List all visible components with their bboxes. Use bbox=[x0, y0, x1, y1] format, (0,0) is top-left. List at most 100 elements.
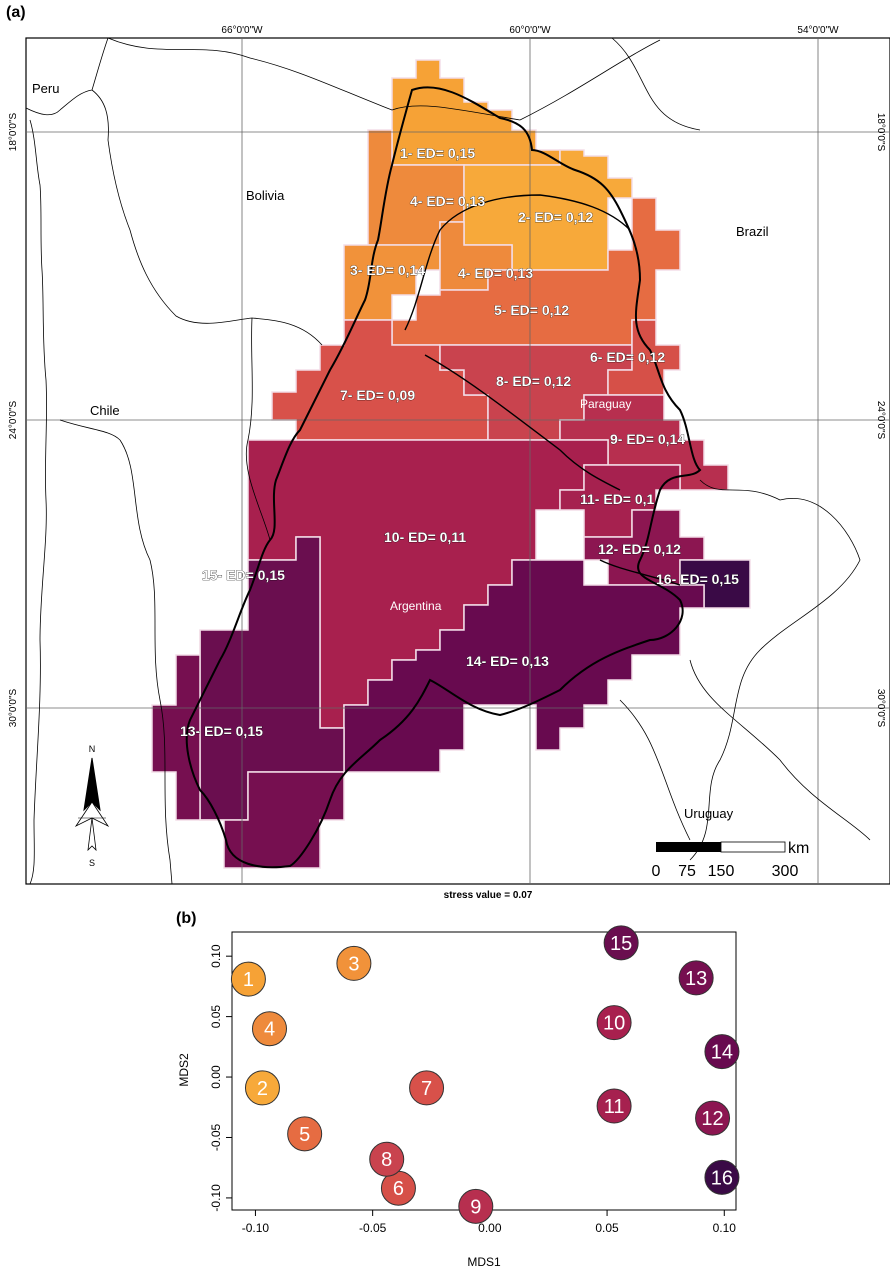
scatter-point bbox=[380, 1170, 416, 1206]
lat-label-left: 30°0'0"S bbox=[8, 688, 19, 727]
scatter-point bbox=[252, 1011, 288, 1047]
country-label-uruguay: Uruguay bbox=[684, 806, 734, 821]
region-label: 1- ED= 0,15 bbox=[400, 145, 475, 161]
scatter-point-label: 8 bbox=[381, 1149, 392, 1171]
scatter-point-label: 7 bbox=[421, 1078, 432, 1100]
scatter-point bbox=[596, 1005, 632, 1041]
x-axis: -0.10 -0.05 0.00 0.05 0.10 bbox=[242, 1210, 737, 1235]
x-tick-label: -0.05 bbox=[359, 1221, 387, 1235]
graticule bbox=[26, 38, 890, 884]
region-14 bbox=[343, 559, 705, 773]
y-tick-label: 0.10 bbox=[209, 944, 223, 968]
region-cells bbox=[151, 59, 751, 869]
region-label: 5- ED= 0,12 bbox=[494, 302, 569, 318]
scale-tick: 0 bbox=[652, 863, 661, 880]
region-label: 16- ED= 0,15 bbox=[656, 571, 739, 587]
region-label: 6- ED= 0,12 bbox=[590, 349, 665, 365]
south-label: S bbox=[89, 858, 95, 868]
stress-value: stress value = 0.07 bbox=[444, 890, 533, 900]
scatter-point bbox=[230, 961, 266, 997]
scatter-point bbox=[336, 945, 372, 981]
country-label-peru: Peru bbox=[32, 81, 59, 96]
region-label: 4- ED= 0,13 bbox=[410, 193, 485, 209]
scatter-point-label: 4 bbox=[264, 1019, 275, 1041]
y-tick-label: -0.10 bbox=[209, 1184, 223, 1212]
region-label: 10- ED= 0,11 bbox=[384, 529, 466, 545]
scatter-point bbox=[287, 1116, 323, 1152]
scatter-point bbox=[603, 925, 639, 961]
scatter-point-label: 6 bbox=[393, 1178, 404, 1200]
region-label: 8- ED= 0,12 bbox=[496, 373, 571, 389]
scale-tick: 75 bbox=[678, 863, 696, 880]
scatter-point-label: 1 bbox=[243, 969, 254, 991]
scatter-point-label: 10 bbox=[603, 1013, 625, 1035]
scatter-point-label: 5 bbox=[299, 1124, 310, 1146]
country-label-chile: Chile bbox=[90, 403, 120, 418]
region-label: 3- ED= 0,14 bbox=[350, 262, 425, 278]
scatter-point bbox=[704, 1034, 740, 1070]
region-label: 2- ED= 0,12 bbox=[518, 209, 593, 225]
x-tick-label: -0.10 bbox=[242, 1221, 270, 1235]
country-label-brazil: Brazil bbox=[736, 224, 769, 239]
x-tick-label: 0.05 bbox=[595, 1221, 619, 1235]
graticule-labels: 66°0'0"W 60°0'0"W 54°0'0"W 18°0'0"S 24°0… bbox=[8, 25, 886, 728]
panel-a-label: (a) bbox=[6, 4, 26, 21]
scale-unit: km bbox=[788, 840, 809, 857]
plot-frame bbox=[231, 931, 737, 1211]
scale-tick: 150 bbox=[708, 863, 735, 880]
map: 66°0'0"W 60°0'0"W 54°0'0"W 18°0'0"S 24°0… bbox=[8, 25, 890, 900]
scatter-point-label: 11 bbox=[604, 1096, 625, 1118]
inner-boundaries bbox=[404, 194, 681, 586]
scatter-point-label: 12 bbox=[701, 1108, 723, 1130]
y-axis-label: MDS2 bbox=[177, 1053, 191, 1087]
lat-label-left: 18°0'0"S bbox=[8, 112, 19, 151]
country-label-argentina: Argentina bbox=[390, 599, 442, 613]
region-label: 13- ED= 0,15 bbox=[180, 723, 263, 739]
north-arrow-icon: N S bbox=[74, 744, 110, 868]
region-label: 9- ED= 0,14 bbox=[610, 431, 685, 447]
lon-label: 54°0'0"W bbox=[797, 25, 839, 36]
lat-label-right: 18°0'0"S bbox=[875, 113, 886, 152]
region-13 bbox=[151, 630, 345, 869]
scatter-point bbox=[409, 1070, 445, 1106]
scale-tick: 300 bbox=[772, 863, 799, 880]
country-borders bbox=[25, 37, 871, 885]
scatter-point-label: 15 bbox=[610, 933, 632, 955]
scatter-point bbox=[369, 1141, 405, 1177]
scale-bar: km 0 75 150 300 bbox=[652, 840, 810, 880]
north-label: N bbox=[89, 744, 96, 754]
region-6 bbox=[607, 319, 681, 396]
lon-label: 60°0'0"W bbox=[509, 25, 551, 36]
x-tick-label: 0.00 bbox=[478, 1221, 502, 1235]
region-labels: 1- ED= 0,15 2- ED= 0,12 3- ED= 0,14 4- E… bbox=[180, 145, 740, 740]
scatter-point-label: 3 bbox=[348, 953, 359, 975]
scatter-point bbox=[244, 1070, 280, 1106]
lat-label-right: 30°0'0"S bbox=[875, 689, 886, 728]
region-label: 15- ED= 0,15 bbox=[202, 567, 285, 583]
panel-b-label: (b) bbox=[176, 910, 197, 927]
region-label: 14- ED= 0,13 bbox=[466, 653, 549, 669]
y-tick-label: 0.05 bbox=[209, 1005, 223, 1029]
lat-label-left: 24°0'0"S bbox=[8, 400, 19, 439]
scatter-point bbox=[695, 1100, 731, 1136]
scatter-point-label: 2 bbox=[257, 1078, 268, 1100]
y-tick-label: -0.05 bbox=[209, 1123, 223, 1151]
scatter-point bbox=[596, 1088, 632, 1124]
scatter-point-label: 13 bbox=[685, 968, 707, 990]
scatter-point-label: 9 bbox=[470, 1196, 481, 1218]
x-tick-label: 0.10 bbox=[713, 1221, 737, 1235]
country-label-paraguay: Paraguay bbox=[580, 397, 631, 411]
ecoregion-outline bbox=[185, 86, 702, 869]
region-label: 7- ED= 0,09 bbox=[340, 387, 415, 403]
region-label: 12- ED= 0,12 bbox=[598, 541, 681, 557]
scatter-point bbox=[458, 1188, 494, 1224]
scatter-point-label: 14 bbox=[711, 1042, 733, 1064]
y-axis: -0.10 -0.05 0.00 0.05 0.10 bbox=[209, 944, 232, 1212]
country-labels: Peru Bolivia Brazil Chile Paraguay Argen… bbox=[32, 81, 769, 821]
region-label: 11- ED= 0,1 bbox=[580, 491, 655, 507]
y-tick-label: 0.00 bbox=[209, 1065, 223, 1089]
region-label: 4- ED= 0,13 bbox=[458, 265, 533, 281]
scatter-point bbox=[678, 960, 714, 996]
x-axis-label: MDS1 bbox=[467, 1255, 501, 1269]
scatter-point bbox=[704, 1159, 740, 1195]
